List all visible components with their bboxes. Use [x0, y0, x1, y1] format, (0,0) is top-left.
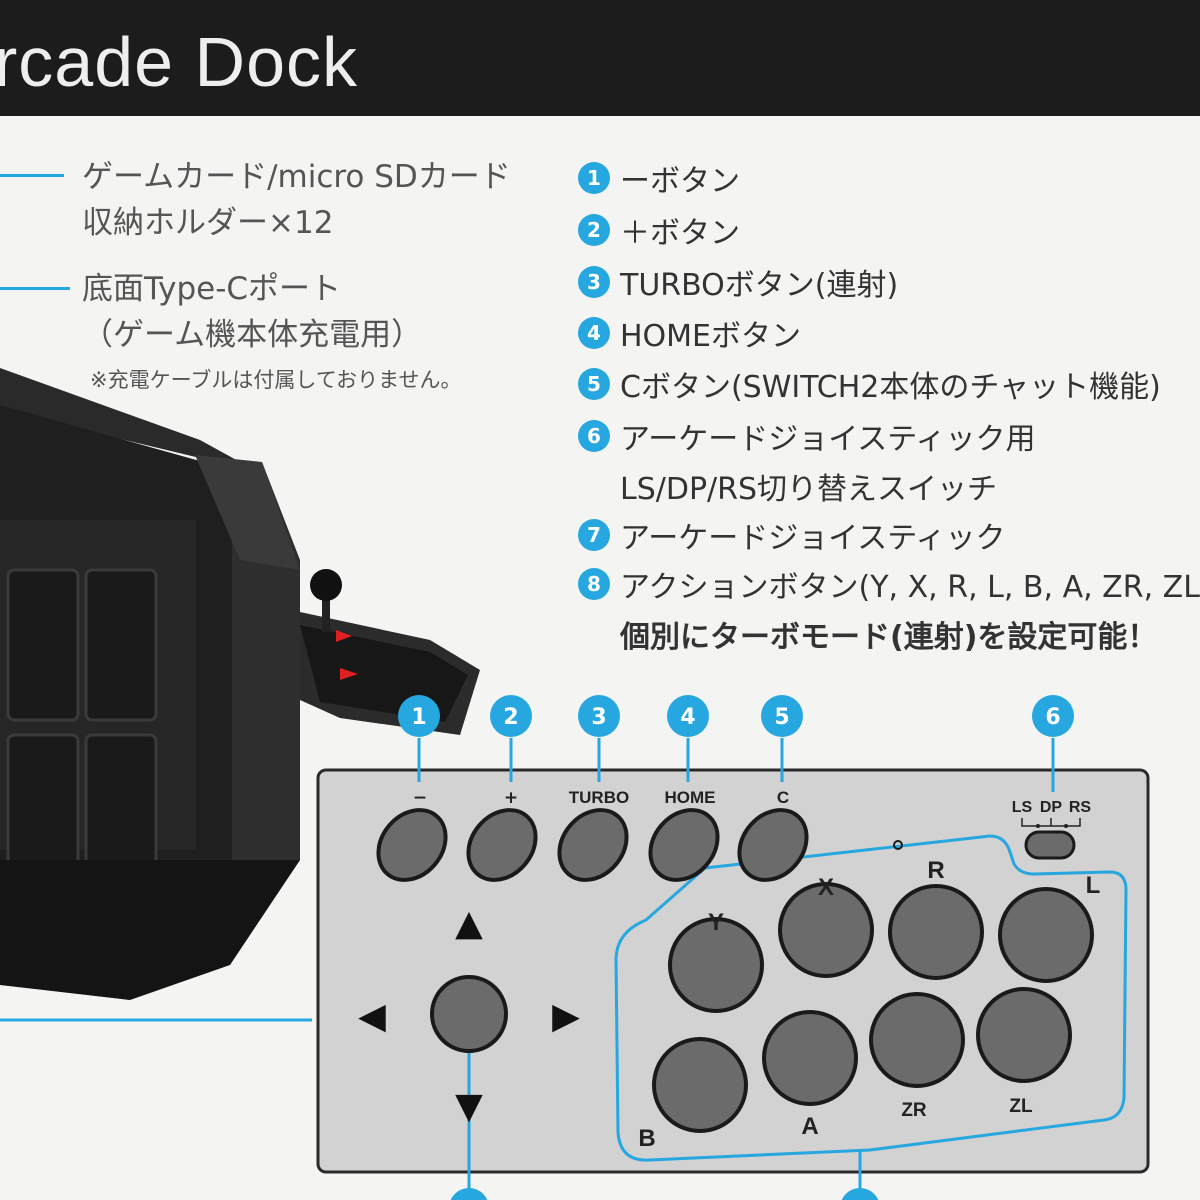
legend-text: アクションボタン(Y, X, R, L, B, A, ZR, ZL)	[620, 570, 1200, 605]
legend-number: 1	[578, 162, 610, 194]
plus-button[interactable]	[455, 797, 550, 894]
marker-number: 3	[591, 705, 606, 730]
marker-number: 4	[680, 705, 695, 730]
legend-text: TURBOボタン(連射)	[620, 268, 899, 303]
c-label: C	[777, 788, 789, 807]
legend-text: 個別にターボモード(連射)を設定可能！	[620, 620, 1158, 655]
legend-number: 2	[578, 214, 610, 246]
joystick-ball[interactable]	[430, 975, 508, 1053]
legend-number: 3	[578, 266, 610, 298]
marker-number: 6	[1045, 705, 1060, 730]
plus-label: +	[504, 788, 518, 808]
zl-label: ZL	[1009, 1096, 1033, 1117]
r-label: R	[927, 857, 944, 884]
ls-dp-rs-switch[interactable]	[1024, 830, 1076, 860]
legend-number: 6	[578, 420, 610, 452]
minus-label: −	[413, 788, 427, 808]
c-button[interactable]	[726, 797, 821, 894]
dpad-right-arrow: ▶	[552, 996, 580, 1037]
card-holder-line2: 収納ホルダー×12	[82, 205, 334, 241]
indicator-hole	[893, 840, 903, 850]
switch-dot	[1036, 824, 1040, 828]
marker-number: 5	[774, 705, 789, 730]
zr-label: ZR	[901, 1100, 927, 1121]
switch-label-rs: RS	[1069, 799, 1092, 816]
l-label: L	[1086, 872, 1101, 899]
legend-number: 4	[578, 317, 610, 349]
legend-number: 8	[578, 568, 610, 600]
marker-3: 3	[578, 695, 620, 737]
card-holder-line1: ゲームカード/micro SDカード	[82, 159, 511, 195]
callout-line-typec	[0, 287, 70, 290]
marker-number: 2	[503, 705, 518, 730]
turbo-button[interactable]	[546, 797, 641, 894]
action-button-outline	[614, 834, 1128, 1162]
b-button[interactable]	[652, 1037, 748, 1133]
switch-label-ls: LS	[1012, 799, 1033, 816]
product-title: rcade Dock	[0, 23, 359, 101]
a-button[interactable]	[762, 1010, 858, 1106]
legend-number: 7	[578, 519, 610, 551]
a-label: A	[801, 1113, 818, 1140]
x-button[interactable]	[778, 882, 874, 978]
l-button[interactable]	[998, 887, 1094, 983]
switch-dot	[1064, 824, 1068, 828]
dpad-up-arrow: ▲	[455, 903, 483, 944]
turbo-label: TURBO	[569, 788, 629, 807]
dpad-down-arrow: ▼	[455, 1086, 483, 1127]
r-button[interactable]	[888, 884, 984, 980]
dpad-left-arrow: ◀	[358, 996, 386, 1037]
typec-line1: 底面Type-Cポート	[82, 271, 342, 307]
zr-button[interactable]	[869, 992, 965, 1088]
x-label: X	[818, 874, 834, 901]
legend-text: Cボタン(SWITCH2本体のチャット機能)	[620, 370, 1161, 405]
home-label: HOME	[665, 788, 716, 807]
marker-7-partial	[450, 1188, 488, 1200]
y-label: Y	[708, 909, 724, 936]
typec-callout: 底面Type-Cポート （ゲーム機本体充電用）	[82, 266, 422, 358]
marker-number: 1	[411, 705, 426, 730]
y-button[interactable]	[668, 917, 764, 1013]
callout-line-card-holder	[0, 174, 64, 177]
legend-text: ＋ボタン	[620, 216, 740, 251]
marker-4: 4	[667, 695, 709, 737]
switch-bracket	[1021, 818, 1081, 827]
legend-text: ーボタン	[620, 164, 740, 199]
marker-8-partial	[841, 1188, 879, 1200]
marker-2: 2	[490, 695, 532, 737]
legend-text: LS/DP/RS切り替えスイッチ	[620, 472, 998, 507]
legend-text: アーケードジョイスティック用	[620, 422, 1036, 457]
legend-number: 5	[578, 368, 610, 400]
b-label: B	[638, 1125, 655, 1152]
dock-illustration	[0, 368, 480, 1000]
zl-button[interactable]	[976, 987, 1072, 1083]
marker-5: 5	[761, 695, 803, 737]
switch-label-dp: DP	[1040, 799, 1063, 816]
legend-text: アーケードジョイスティック	[620, 521, 1006, 556]
typec-note: ※充電ケーブルは付属しておりません。	[90, 368, 462, 392]
header-band: rcade Dock	[0, 0, 1200, 116]
card-holder-callout: ゲームカード/micro SDカード 収納ホルダー×12	[82, 154, 511, 246]
home-button[interactable]	[637, 797, 732, 894]
marker-6: 6	[1032, 695, 1074, 737]
legend-text: HOMEボタン	[620, 319, 802, 354]
typec-line2: （ゲーム機本体充電用）	[82, 317, 423, 353]
minus-button[interactable]	[365, 797, 460, 894]
marker-1: 1	[398, 695, 440, 737]
